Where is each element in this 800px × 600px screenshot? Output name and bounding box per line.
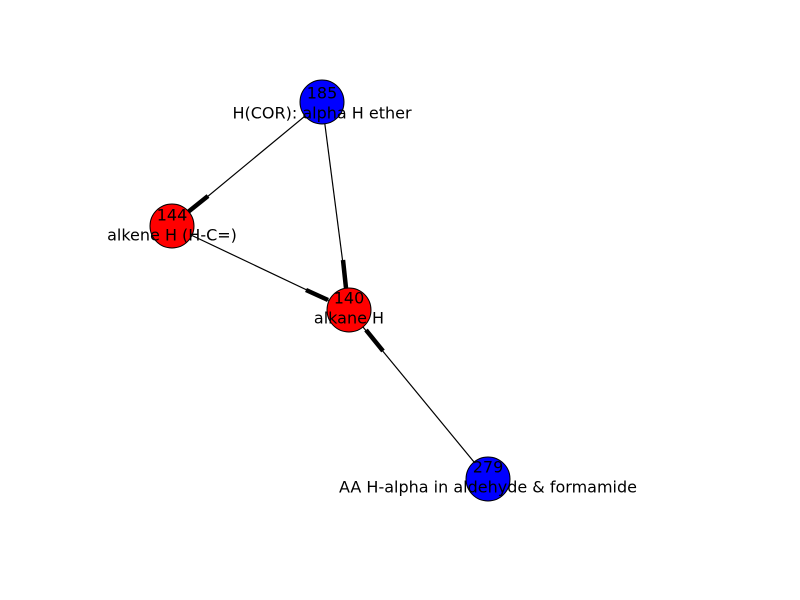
edge-arrow	[340, 259, 349, 289]
node-144-label: alkene H (H-C=)	[107, 226, 237, 245]
node-140-id: 140	[334, 289, 365, 308]
node-140-circle[interactable]	[326, 287, 372, 333]
node-140-label: alkane H	[314, 309, 384, 328]
node-185-id: 185	[307, 84, 338, 103]
edge-144-140	[171, 225, 350, 311]
node-140[interactable]: 140 alkane H	[314, 287, 384, 333]
node-144[interactable]: 144 alkene H (H-C=)	[107, 203, 237, 249]
node-185-label: H(COR): alpha H ether	[232, 104, 412, 123]
edge-arrow	[186, 194, 210, 214]
node-185-circle[interactable]	[299, 79, 345, 125]
node-279-label: AA H-alpha in aldehyde & formamide	[339, 478, 637, 497]
node-279-id: 279	[473, 458, 504, 477]
node-185[interactable]: 185 H(COR): alpha H ether	[232, 79, 412, 125]
node-279-circle[interactable]	[465, 456, 511, 502]
node-279[interactable]: 279 AA H-alpha in aldehyde & formamide	[339, 456, 637, 502]
edge-arrow	[364, 328, 385, 353]
edge-185-140	[321, 101, 350, 311]
node-144-circle[interactable]	[149, 203, 195, 249]
edge-279-140	[348, 309, 489, 480]
edge-185-144	[171, 101, 323, 227]
edge-arrow	[305, 287, 329, 303]
node-144-id: 144	[157, 206, 188, 225]
